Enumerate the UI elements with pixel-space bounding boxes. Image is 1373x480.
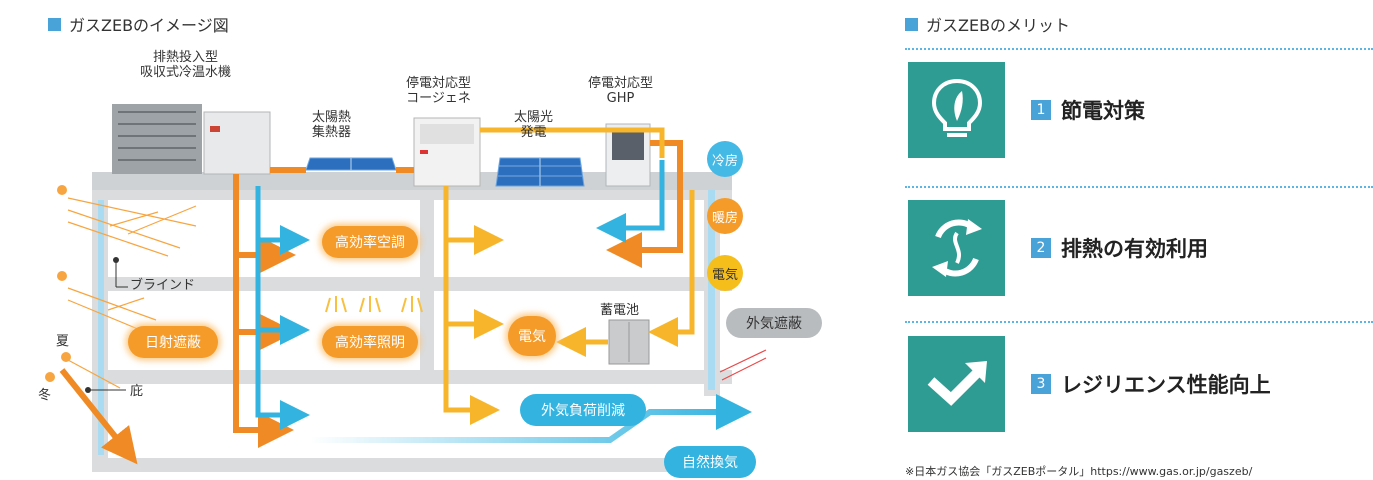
absorption-chiller-unit: [112, 104, 271, 175]
merit-label: 排熱の有効利用: [1061, 237, 1208, 261]
sun-shading-pill: 日射遮蔽: [128, 326, 218, 358]
battery-unit: [608, 319, 650, 365]
diagram-header: ガスZEBのイメージ図: [48, 12, 229, 36]
source-note: ※日本ガス協会「ガスZEBポータル」https://www.gas.or.jp/…: [905, 465, 1253, 478]
summer-label: 夏: [56, 334, 70, 349]
header-square-icon: [905, 17, 918, 31]
solar-thermal-panel: [305, 157, 397, 171]
cogeneration-unit: [413, 117, 481, 187]
divider: [905, 186, 1373, 188]
cooling-circle: 冷房: [707, 141, 743, 177]
merit-number: 1: [1031, 100, 1051, 120]
outdoor-shielding-pill: 外気遮蔽: [726, 308, 822, 338]
hvac-pill: 高効率空調: [322, 226, 418, 258]
heating-circle: 暖房: [707, 198, 743, 234]
diagram-title: ガスZEBのイメージ図: [69, 16, 229, 35]
merit-label: 節電対策: [1061, 99, 1145, 123]
sun-rays: [67, 197, 197, 389]
rising-check-arrow-icon: [927, 361, 987, 406]
lightbulb-leaf-icon: [931, 78, 982, 137]
blind-label: ブラインド: [130, 278, 196, 293]
eaves-label: 庇: [130, 384, 144, 399]
merits-title: ガスZEBのメリット: [926, 16, 1071, 35]
recycle-flame-icon: [931, 219, 982, 277]
merit-number: 2: [1031, 238, 1051, 258]
light-glow-icons: [325, 296, 423, 313]
outdoor-shielding-lines: [719, 349, 767, 381]
battery-label: 蓄電池: [600, 303, 640, 318]
divider: [905, 48, 1373, 50]
merit-item-2: 2 排熱の有効利用: [908, 200, 1208, 296]
outdoor-load-pill: 外気負荷削減: [520, 394, 646, 426]
natural-ventilation-pill: 自然換気: [664, 446, 756, 478]
winter-label: 冬: [38, 388, 52, 403]
merit-label: レジリエンス性能向上: [1061, 373, 1271, 397]
merit-item-1: 1 節電対策: [908, 62, 1145, 158]
merit-item-3: 3 レジリエンス性能向上: [908, 336, 1271, 432]
sun-icons: [45, 185, 71, 382]
header-square-icon: [48, 17, 61, 31]
solar-thermal-label: 太陽熱集熱器: [312, 110, 352, 140]
divider: [905, 321, 1373, 323]
solar-pv-label: 太陽光発電: [514, 110, 554, 140]
merits-header: ガスZEBのメリット: [905, 12, 1070, 36]
electricity-center-pill: 電気: [508, 316, 556, 356]
light-ducts: [98, 190, 715, 455]
solar-pv-panel: [495, 157, 585, 187]
building-diagram: [45, 104, 767, 472]
cogeneration-label: 停電対応型コージェネ: [406, 76, 472, 106]
ghp-unit: [605, 123, 651, 187]
lighting-pill: 高効率照明: [322, 326, 418, 358]
electricity-circle: 電気: [707, 255, 743, 291]
absorption-chiller-label: 排熱投入型吸収式冷温水機: [140, 50, 232, 80]
merit-number: 3: [1031, 374, 1051, 394]
